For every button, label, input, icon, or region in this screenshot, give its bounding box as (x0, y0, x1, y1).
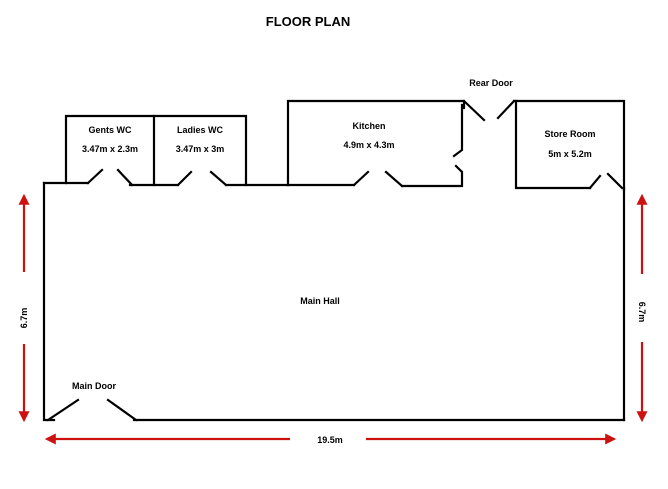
right-height-dimension: 6.7m (636, 193, 648, 423)
ladies-wc-size: 3.47m x 3m (176, 144, 225, 154)
gents-wc-walls (64, 114, 156, 187)
main-door-label: Main Door (72, 381, 116, 391)
width-dimension: 19.5m (44, 433, 617, 445)
kitchen-name: Kitchen (352, 121, 385, 131)
gents-wc-size: 3.47m x 2.3m (82, 144, 138, 154)
width-dimension-label: 19.5m (317, 435, 343, 445)
ladies-wc-name: Ladies WC (177, 125, 224, 135)
kitchen-size: 4.9m x 4.3m (343, 140, 394, 150)
ladies-wc-walls (152, 114, 248, 187)
store-room-walls (512, 99, 626, 192)
gents-wc-name: Gents WC (88, 125, 132, 135)
store-room-name: Store Room (544, 129, 595, 139)
left-height-label: 6.7m (19, 308, 29, 329)
left-height-dimension: 6.7m (18, 193, 30, 423)
rear-door-symbol (496, 99, 516, 120)
rear-door-label: Rear Door (469, 78, 513, 88)
plan-title: FLOOR PLAN (266, 14, 351, 29)
store-room-size: 5m x 5.2m (548, 149, 592, 159)
main-door-symbol (46, 398, 138, 422)
kitchen-walls (286, 99, 486, 188)
main-hall-name: Main Hall (300, 296, 340, 306)
right-height-label: 6.7m (637, 302, 647, 323)
